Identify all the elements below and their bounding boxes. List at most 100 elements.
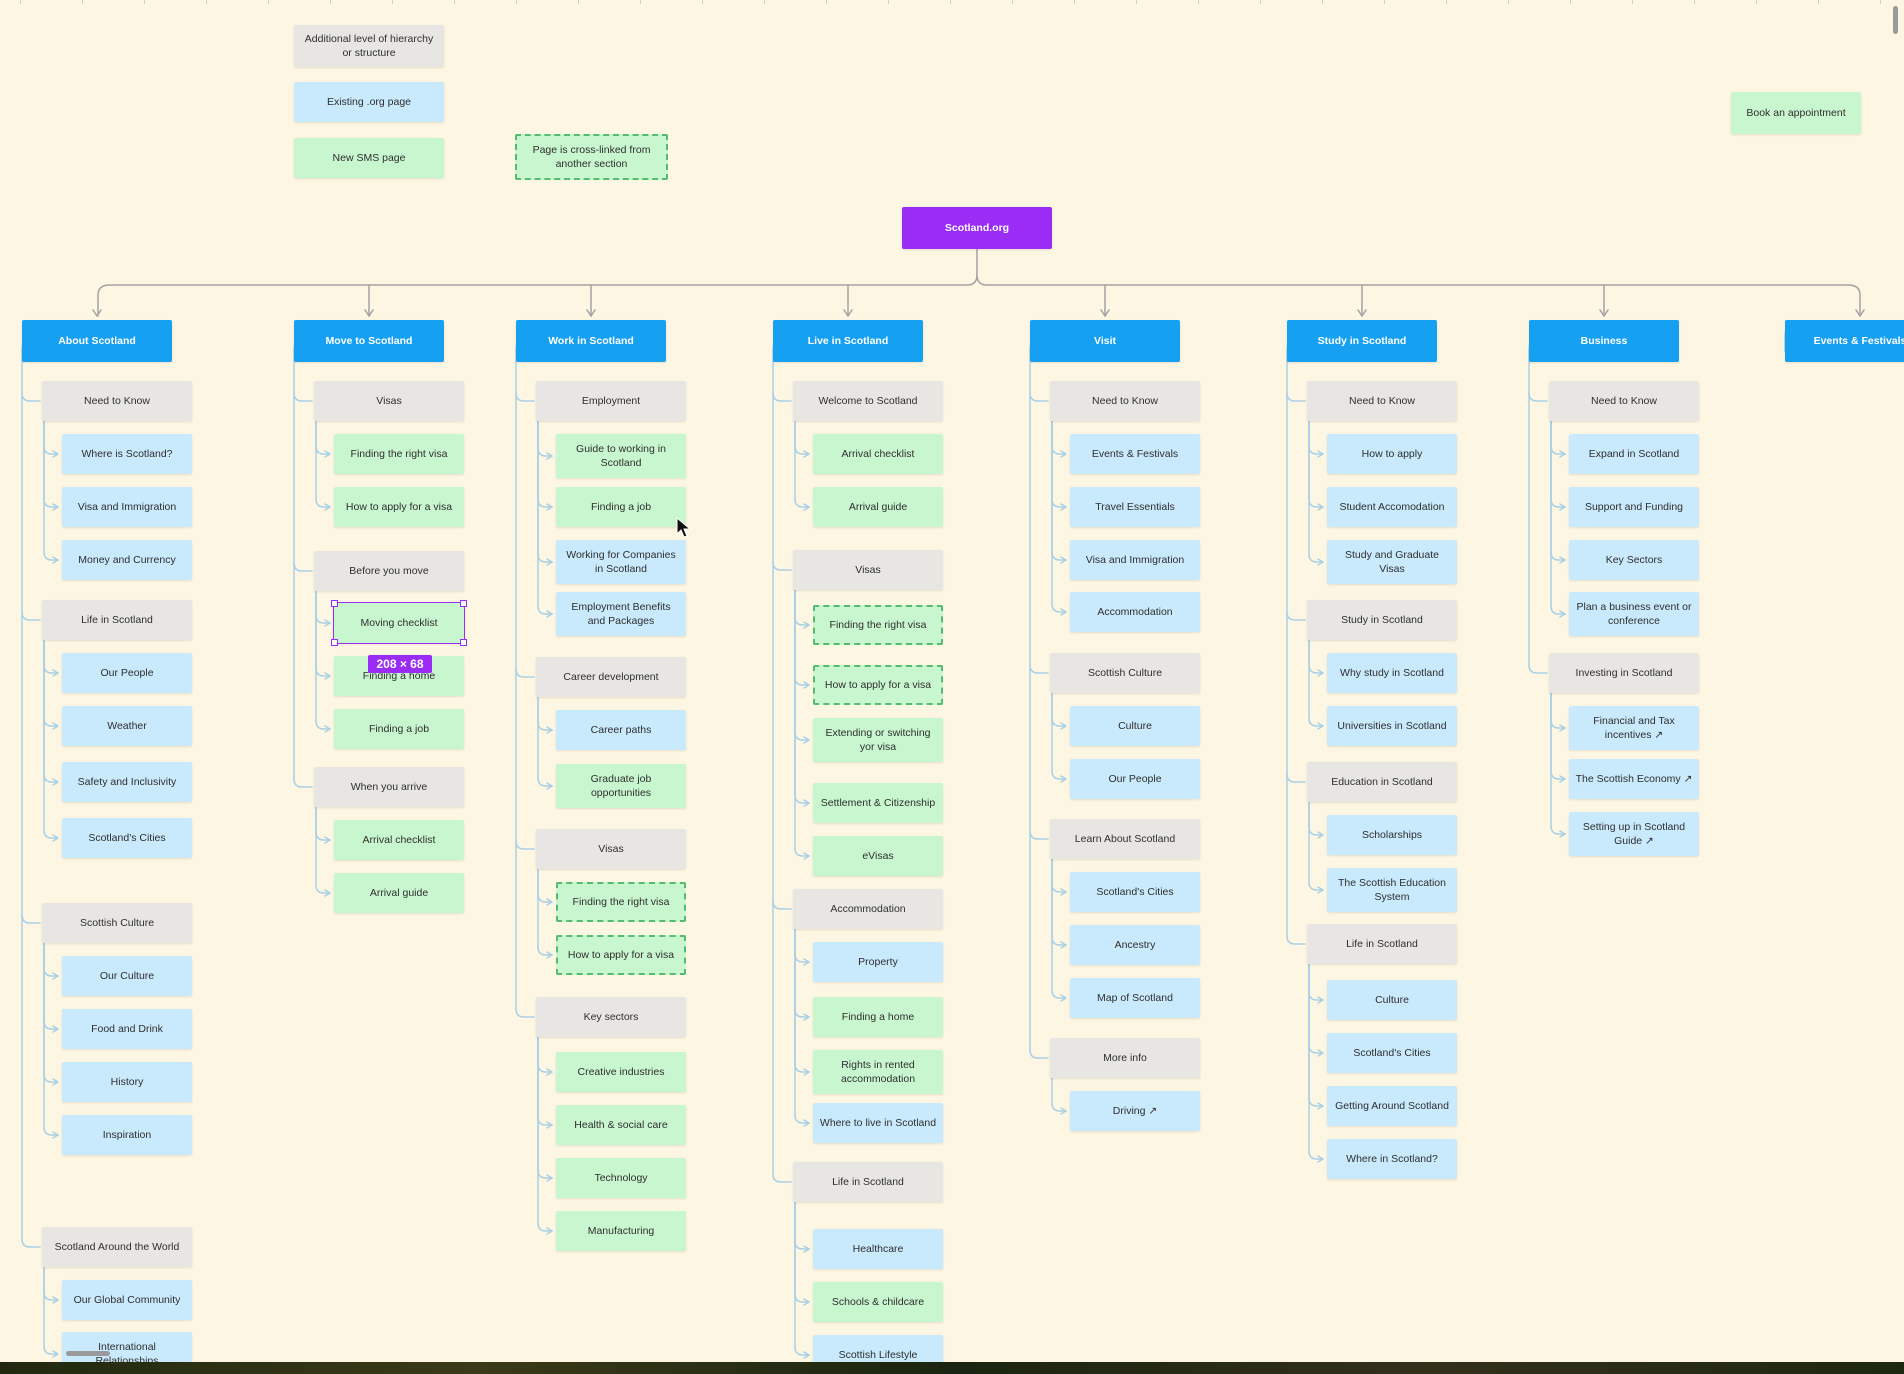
- section-header-about-scotland[interactable]: About Scotland: [22, 320, 172, 362]
- page-node-international-relationships[interactable]: International Relationships: [62, 1332, 192, 1362]
- page-node-graduate-job-opportunities[interactable]: Graduate job opportunities: [556, 764, 686, 808]
- page-node-culture[interactable]: Culture: [1327, 980, 1457, 1020]
- page-node-health-social-care[interactable]: Health & social care: [556, 1105, 686, 1145]
- page-node-working-for-companies-in-scotland[interactable]: Working for Companies in Scotland: [556, 540, 686, 584]
- selection-handle[interactable]: [460, 600, 467, 607]
- page-node-financial-and-tax-incentives[interactable]: Financial and Tax incentives ↗: [1569, 706, 1699, 750]
- page-node-driving[interactable]: Driving ↗: [1070, 1091, 1200, 1131]
- group-node-accommodation[interactable]: Accommodation: [793, 889, 943, 929]
- page-node-our-culture[interactable]: Our Culture: [62, 956, 192, 996]
- page-node-ancestry[interactable]: Ancestry: [1070, 925, 1200, 965]
- page-node-finding-the-right-visa[interactable]: Finding the right visa: [813, 605, 943, 645]
- page-node-inspiration[interactable]: Inspiration: [62, 1115, 192, 1155]
- page-node-rights-in-rented-accommodation[interactable]: Rights in rented accommodation: [813, 1050, 943, 1094]
- page-node-travel-essentials[interactable]: Travel Essentials: [1070, 487, 1200, 527]
- page-node-scotland-s-cities[interactable]: Scotland's Cities: [1327, 1033, 1457, 1073]
- page-node-accommodation[interactable]: Accommodation: [1070, 592, 1200, 632]
- page-node-moving-checklist-selected[interactable]: Moving checklist: [333, 602, 465, 644]
- section-header-live-in-scotland[interactable]: Live in Scotland: [773, 320, 923, 362]
- group-node-life-in-scotland[interactable]: Life in Scotland: [1307, 924, 1457, 964]
- page-node-how-to-apply-for-a-visa[interactable]: How to apply for a visa: [556, 935, 686, 975]
- page-node-universities-in-scotland[interactable]: Universities in Scotland: [1327, 706, 1457, 746]
- group-node-before-you-move[interactable]: Before you move: [314, 551, 464, 591]
- page-node-plan-a-business-event-or-conference[interactable]: Plan a business event or conference: [1569, 592, 1699, 636]
- page-node-map-of-scotland[interactable]: Map of Scotland: [1070, 978, 1200, 1018]
- page-node-where-in-scotland[interactable]: Where in Scotland?: [1327, 1139, 1457, 1179]
- page-node-arrival-checklist[interactable]: Arrival checklist: [334, 820, 464, 860]
- page-node-finding-the-right-visa[interactable]: Finding the right visa: [556, 882, 686, 922]
- page-node-career-paths[interactable]: Career paths: [556, 710, 686, 750]
- page-node-property[interactable]: Property: [813, 942, 943, 982]
- selection-handle[interactable]: [331, 639, 338, 646]
- group-node-key-sectors[interactable]: Key sectors: [536, 997, 686, 1037]
- group-node-scottish-culture[interactable]: Scottish Culture: [1050, 653, 1200, 693]
- page-node-extending-or-switching-yor-visa[interactable]: Extending or switching yor visa: [813, 718, 943, 762]
- page-node-how-to-apply-for-a-visa[interactable]: How to apply for a visa: [813, 665, 943, 705]
- vertical-scrollbar[interactable]: [1893, 6, 1898, 34]
- page-node-arrival-guide[interactable]: Arrival guide: [334, 873, 464, 913]
- page-node-our-global-community[interactable]: Our Global Community: [62, 1280, 192, 1320]
- group-node-welcome-to-scotland[interactable]: Welcome to Scotland: [793, 381, 943, 421]
- page-node-where-to-live-in-scotland[interactable]: Where to live in Scotland: [813, 1103, 943, 1143]
- page-node-our-people[interactable]: Our People: [1070, 759, 1200, 799]
- page-node-finding-a-job[interactable]: Finding a job: [556, 487, 686, 527]
- page-node-settlement-citizenship[interactable]: Settlement & Citizenship: [813, 783, 943, 823]
- page-node-history[interactable]: History: [62, 1062, 192, 1102]
- page-node-schools-childcare[interactable]: Schools & childcare: [813, 1282, 943, 1322]
- group-node-need-to-know[interactable]: Need to Know: [42, 381, 192, 421]
- group-node-education-in-scotland[interactable]: Education in Scotland: [1307, 762, 1457, 802]
- page-node-technology[interactable]: Technology: [556, 1158, 686, 1198]
- group-node-scotland-around-the-world[interactable]: Scotland Around the World: [42, 1227, 192, 1267]
- page-node-setting-up-in-scotland-guide[interactable]: Setting up in Scotland Guide ↗: [1569, 812, 1699, 856]
- page-node-student-accomodation[interactable]: Student Accomodation: [1327, 487, 1457, 527]
- page-node-the-scottish-education-system[interactable]: The Scottish Education System: [1327, 868, 1457, 912]
- page-node-our-people[interactable]: Our People: [62, 653, 192, 693]
- page-node-creative-industries[interactable]: Creative industries: [556, 1052, 686, 1092]
- page-node-money-and-currency[interactable]: Money and Currency: [62, 540, 192, 580]
- page-node-scotland-s-cities[interactable]: Scotland's Cities: [62, 818, 192, 858]
- page-node-study-and-graduate-visas[interactable]: Study and Graduate Visas: [1327, 540, 1457, 584]
- page-node-the-scottish-economy[interactable]: The Scottish Economy ↗: [1569, 759, 1699, 799]
- group-node-life-in-scotland[interactable]: Life in Scotland: [42, 600, 192, 640]
- page-node-support-and-funding[interactable]: Support and Funding: [1569, 487, 1699, 527]
- section-header-move-to-scotland[interactable]: Move to Scotland: [294, 320, 444, 362]
- page-node-how-to-apply-for-a-visa[interactable]: How to apply for a visa: [334, 487, 464, 527]
- section-header-visit[interactable]: Visit: [1030, 320, 1180, 362]
- horizontal-scrollbar[interactable]: [66, 1351, 110, 1356]
- group-node-investing-in-scotland[interactable]: Investing in Scotland: [1549, 653, 1699, 693]
- section-header-events-festivals[interactable]: Events & Festivals: [1785, 320, 1904, 362]
- group-node-visas[interactable]: Visas: [536, 829, 686, 869]
- page-node-food-and-drink[interactable]: Food and Drink: [62, 1009, 192, 1049]
- page-node-how-to-apply[interactable]: How to apply: [1327, 434, 1457, 474]
- page-node-evisas[interactable]: eVisas: [813, 836, 943, 876]
- selection-handle[interactable]: [460, 639, 467, 646]
- page-node-scottish-lifestyle[interactable]: Scottish Lifestyle: [813, 1335, 943, 1362]
- page-node-culture[interactable]: Culture: [1070, 706, 1200, 746]
- group-node-life-in-scotland[interactable]: Life in Scotland: [793, 1162, 943, 1202]
- page-node-arrival-guide[interactable]: Arrival guide: [813, 487, 943, 527]
- group-node-learn-about-scotland[interactable]: Learn About Scotland: [1050, 819, 1200, 859]
- page-node-safety-and-inclusivity[interactable]: Safety and Inclusivity: [62, 762, 192, 802]
- page-node-why-study-in-scotland[interactable]: Why study in Scotland: [1327, 653, 1457, 693]
- book-appointment-node[interactable]: Book an appointment: [1731, 92, 1861, 134]
- root-node-scotland-org[interactable]: Scotland.org: [902, 207, 1052, 249]
- group-node-study-in-scotland[interactable]: Study in Scotland: [1307, 600, 1457, 640]
- page-node-scotland-s-cities[interactable]: Scotland's Cities: [1070, 872, 1200, 912]
- page-node-key-sectors[interactable]: Key Sectors: [1569, 540, 1699, 580]
- group-node-when-you-arrive[interactable]: When you arrive: [314, 767, 464, 807]
- page-node-visa-and-immigration[interactable]: Visa and Immigration: [62, 487, 192, 527]
- group-node-employment[interactable]: Employment: [536, 381, 686, 421]
- page-node-weather[interactable]: Weather: [62, 706, 192, 746]
- group-node-career-development[interactable]: Career development: [536, 657, 686, 697]
- section-header-business[interactable]: Business: [1529, 320, 1679, 362]
- group-node-need-to-know[interactable]: Need to Know: [1050, 381, 1200, 421]
- group-node-visas[interactable]: Visas: [314, 381, 464, 421]
- group-node-need-to-know[interactable]: Need to Know: [1307, 381, 1457, 421]
- page-node-scholarships[interactable]: Scholarships: [1327, 815, 1457, 855]
- page-node-events-festivals[interactable]: Events & Festivals: [1070, 434, 1200, 474]
- page-node-where-is-scotland[interactable]: Where is Scotland?: [62, 434, 192, 474]
- page-node-getting-around-scotland[interactable]: Getting Around Scotland: [1327, 1086, 1457, 1126]
- section-header-work-in-scotland[interactable]: Work in Scotland: [516, 320, 666, 362]
- page-node-visa-and-immigration[interactable]: Visa and Immigration: [1070, 540, 1200, 580]
